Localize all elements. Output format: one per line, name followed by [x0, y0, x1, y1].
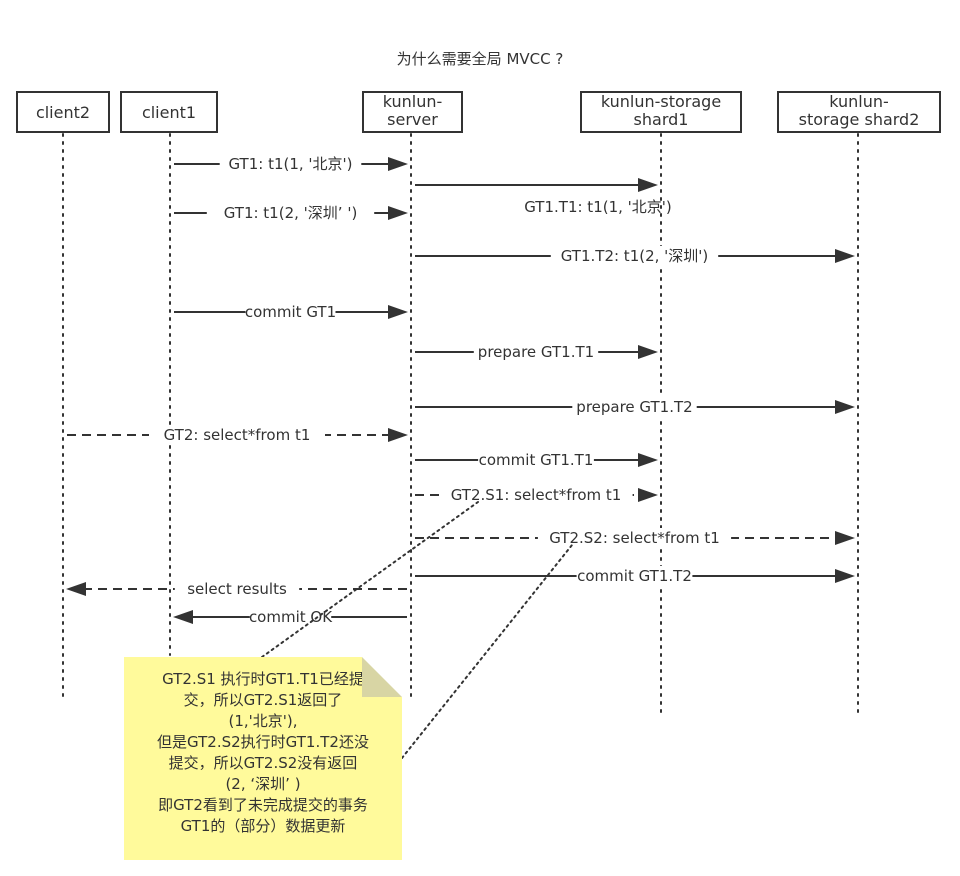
message-label-bg	[439, 485, 633, 505]
message-label-bg	[473, 342, 599, 362]
note-connector	[401, 544, 573, 759]
message-label-bg	[149, 425, 325, 445]
participant-label-client2: client2	[36, 103, 90, 122]
participant-label-shard2: kunlun-	[829, 92, 889, 111]
note-connector	[261, 501, 479, 658]
message-label: GT2.S1: select*from t1	[451, 486, 622, 504]
message-label-bg	[576, 566, 693, 586]
message-label-bg	[537, 528, 732, 548]
note-line: 但是GT2.S2执行时GT1.T2还没	[157, 733, 369, 751]
message-arrowhead	[835, 400, 855, 414]
participant-box-server	[362, 91, 463, 133]
message-arrowhead	[388, 157, 408, 171]
message-label: GT2.S2: select*from t1	[549, 529, 720, 547]
message-arrowhead	[835, 569, 855, 583]
note-fold-corner	[362, 657, 402, 697]
participant-label-shard1: shard1	[634, 110, 689, 129]
message-label-bg	[478, 450, 594, 470]
participant-label-client1: client1	[142, 103, 196, 122]
message-arrowhead	[66, 582, 86, 596]
participant-label-server: server	[387, 110, 438, 129]
annotation-note: GT2.S1 执行时GT1.T1已经提 交，所以GT2.S1返回了 (1,'北京…	[124, 657, 402, 860]
message-label: commit GT1.T2	[577, 567, 692, 585]
message-label: GT1.T2: t1(2, '深圳')	[561, 247, 709, 265]
message-label: commit GT1	[245, 303, 336, 321]
diagram-title: 为什么需要全局 MVCC ?	[396, 50, 564, 68]
note-line: 交，所以GT2.S1返回了	[183, 691, 343, 709]
message-label-bg	[174, 579, 300, 599]
participant-box-shard2	[777, 91, 941, 133]
message-label: commit GT1.T1	[479, 451, 594, 469]
message-label: prepare GT1.T2	[576, 398, 692, 416]
note-line: (2, ‘深圳’ )	[225, 775, 301, 793]
message-label: GT2: select*from t1	[164, 426, 311, 444]
participant-box-client1	[120, 91, 218, 133]
note-line: (1,'北京'),	[228, 712, 298, 730]
participant-label-shard2: storage shard2	[799, 110, 920, 129]
message-label: select results	[187, 580, 287, 598]
message-label: GT1: t1(2, '深圳’ ')	[224, 204, 358, 222]
message-label: GT1.T1: t1(1, '北京')	[524, 198, 672, 216]
message-label-bg	[219, 154, 362, 174]
message-arrowhead	[388, 206, 408, 220]
message-arrowhead	[638, 453, 658, 467]
message-arrowhead	[388, 428, 408, 442]
message-label-bg	[572, 397, 697, 417]
participant-label-server: kunlun-	[383, 92, 443, 111]
message-arrowhead	[173, 610, 193, 624]
message-label-bg	[550, 246, 719, 266]
note-line: 提交，所以GT2.S2没有返回	[168, 754, 358, 772]
message-arrowhead	[835, 531, 855, 545]
message-arrowhead	[388, 305, 408, 319]
note-line: 即GT2看到了未完成提交的事务	[158, 796, 368, 814]
participant-label-shard1: kunlun-storage	[601, 92, 721, 111]
message-arrowhead	[835, 249, 855, 263]
participant-box-shard1	[580, 91, 742, 133]
message-label: prepare GT1.T1	[478, 343, 594, 361]
message-label: GT1: t1(1, '北京')	[228, 155, 352, 173]
message-label-bg	[206, 203, 375, 223]
message-arrowhead	[638, 345, 658, 359]
participant-box-client2	[16, 91, 110, 133]
message-label-bg	[245, 302, 336, 322]
note-line: GT1的（部分）数据更新	[180, 817, 346, 835]
message-arrowhead	[638, 488, 658, 502]
message-label: commit OK	[249, 608, 333, 626]
note-line: GT2.S1 执行时GT1.T1已经提	[162, 670, 364, 688]
message-arrowhead	[638, 178, 658, 192]
